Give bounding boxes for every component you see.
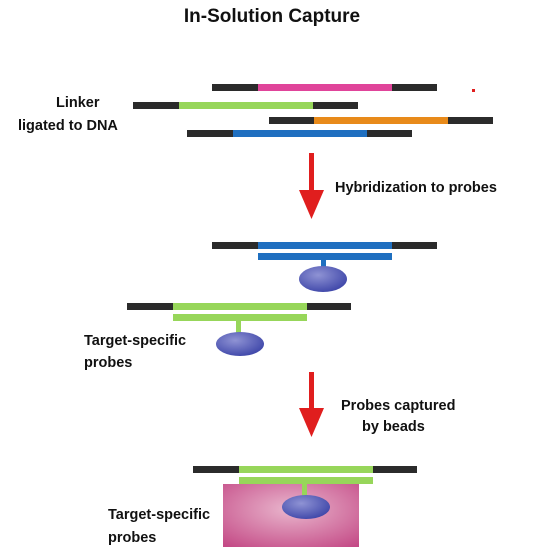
insert-green xyxy=(173,303,307,310)
probe-blue xyxy=(258,253,392,260)
linker-label-line1: Linker xyxy=(56,95,100,111)
captured-label-line2: by beads xyxy=(362,419,425,435)
hybridized-blue-complex xyxy=(212,242,437,292)
fragment-magenta xyxy=(212,84,437,91)
probes-label-b-line1: Target-specific xyxy=(108,507,210,523)
probe-stem xyxy=(321,260,326,270)
probe-green xyxy=(239,477,373,484)
insert-blue xyxy=(233,130,367,137)
diagram-title: In-Solution Capture xyxy=(184,6,360,27)
probes-label-b-line2: probes xyxy=(108,530,156,546)
fragment-blue xyxy=(187,130,412,137)
insert-green xyxy=(179,102,313,109)
fragment-green xyxy=(133,102,358,109)
arrow-shaft xyxy=(309,372,314,412)
insert-blue xyxy=(258,242,392,249)
arrow-hybridization xyxy=(299,153,324,219)
insert-orange xyxy=(314,117,448,124)
insert-green xyxy=(239,466,373,473)
linker-ligated-fragments xyxy=(133,84,493,137)
captured-complex xyxy=(193,466,417,547)
probes-label-a-line2: probes xyxy=(84,355,132,371)
hybridization-label: Hybridization to probes xyxy=(335,180,497,196)
linker-label-line2: ligated to DNA xyxy=(18,118,118,134)
bead xyxy=(299,266,347,292)
arrow-capture xyxy=(299,372,324,437)
red-dot-mark xyxy=(472,89,475,92)
arrow-head xyxy=(299,190,324,219)
probes-label-a-line1: Target-specific xyxy=(84,333,186,349)
bead xyxy=(282,495,330,519)
hybridized-green-complex xyxy=(127,303,351,356)
probe-stem xyxy=(302,484,307,497)
bead xyxy=(216,332,264,356)
arrow-head xyxy=(299,408,324,437)
arrow-shaft xyxy=(309,153,314,193)
probe-green xyxy=(173,314,307,321)
insert-magenta xyxy=(258,84,392,91)
fragment-orange xyxy=(269,117,493,124)
captured-label-line1: Probes captured xyxy=(341,398,455,414)
probe-stem xyxy=(236,321,241,334)
